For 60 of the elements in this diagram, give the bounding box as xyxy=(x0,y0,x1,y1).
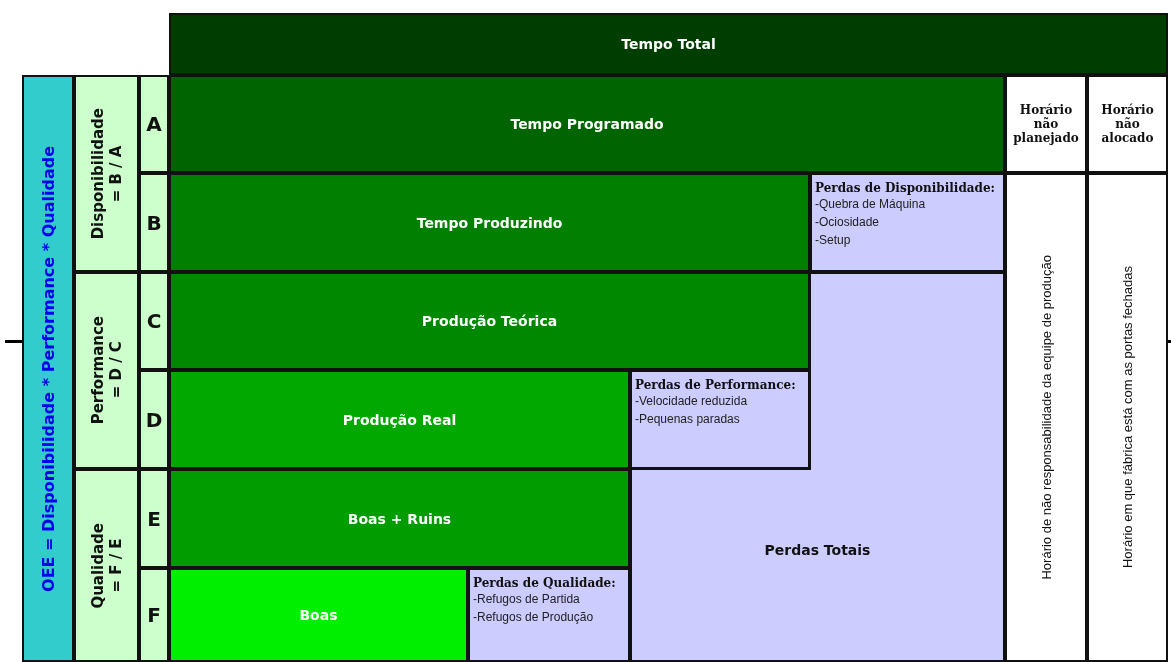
loss-block xyxy=(468,568,630,662)
loss-item: -Ociosidade xyxy=(815,214,881,231)
block-label: Tempo Total xyxy=(621,36,716,52)
block-label: Boas xyxy=(299,607,338,623)
letter-cell xyxy=(139,272,169,370)
block-label: Produção Teórica xyxy=(421,313,558,329)
time-block xyxy=(169,75,1005,173)
time-block xyxy=(169,370,630,469)
block-label: Produção Real xyxy=(342,411,457,428)
time-block xyxy=(169,272,810,370)
loss-area xyxy=(630,272,1005,662)
loss-item: -Pequenas paradas xyxy=(635,411,741,428)
time-block xyxy=(169,568,468,662)
metric-formula: = D / C xyxy=(106,340,125,402)
header-cell xyxy=(1087,75,1168,173)
block-label: Boas + Ruins xyxy=(347,510,452,527)
row-letter: A xyxy=(146,112,162,136)
metric-formula: Qualidade xyxy=(88,522,107,609)
column-heading: Horário não planejado xyxy=(1012,103,1080,145)
row-letter: B xyxy=(146,210,162,235)
metric-formula: = B / A xyxy=(106,144,125,204)
letter-cell xyxy=(139,469,169,568)
loss-block xyxy=(810,173,1005,272)
letter-cell xyxy=(139,370,169,469)
formula-band xyxy=(22,75,74,662)
metric-cell xyxy=(74,469,139,662)
block-label: Tempo Programado xyxy=(510,116,664,132)
header-cell xyxy=(1005,75,1087,173)
time-block xyxy=(169,469,630,568)
row-letter: C xyxy=(146,309,162,333)
column-heading: Horário não alocado xyxy=(1100,103,1155,145)
time-block xyxy=(169,173,810,272)
metric-formula: Disponibilidade xyxy=(88,107,107,240)
block-label: Perdas Totais xyxy=(763,542,872,558)
row-letter: E xyxy=(147,506,161,531)
metric-cell xyxy=(74,75,139,272)
loss-item: -Refugos de Partida xyxy=(473,591,581,608)
vertical-note: Horário de não responsabilidade da equipe de produção xyxy=(1038,255,1054,580)
letter-cell xyxy=(139,173,169,272)
loss-heading: Perdas de Disponibilidade: xyxy=(815,181,997,195)
loss-heading: Perdas de Performance: xyxy=(635,378,797,392)
loss-item: -Quebra de Máquina xyxy=(815,196,927,213)
note-column xyxy=(1087,173,1168,662)
letter-cell xyxy=(139,75,169,173)
row-letter: D xyxy=(145,407,163,432)
block-label: Tempo Produzindo xyxy=(416,214,563,231)
metric-formula: = F / E xyxy=(106,537,125,595)
vertical-note: Horário em que fábrica está com as portas fechadas xyxy=(1120,266,1135,569)
loss-item: -Velocidade reduzida xyxy=(635,393,749,410)
oee-formula: OEE = Disponibilidade * Performance * Qualidade xyxy=(38,145,58,592)
loss-item: -Setup xyxy=(815,232,852,249)
time-block xyxy=(169,13,1168,75)
letter-cell xyxy=(139,568,169,662)
loss-heading: Perdas de Qualidade: xyxy=(473,576,617,590)
loss-block xyxy=(630,370,810,469)
metric-cell xyxy=(74,272,139,469)
row-letter: F xyxy=(147,603,161,627)
note-column xyxy=(1005,173,1087,662)
metric-formula: Performance xyxy=(88,316,107,425)
loss-item: -Refugos de Produção xyxy=(473,609,595,626)
